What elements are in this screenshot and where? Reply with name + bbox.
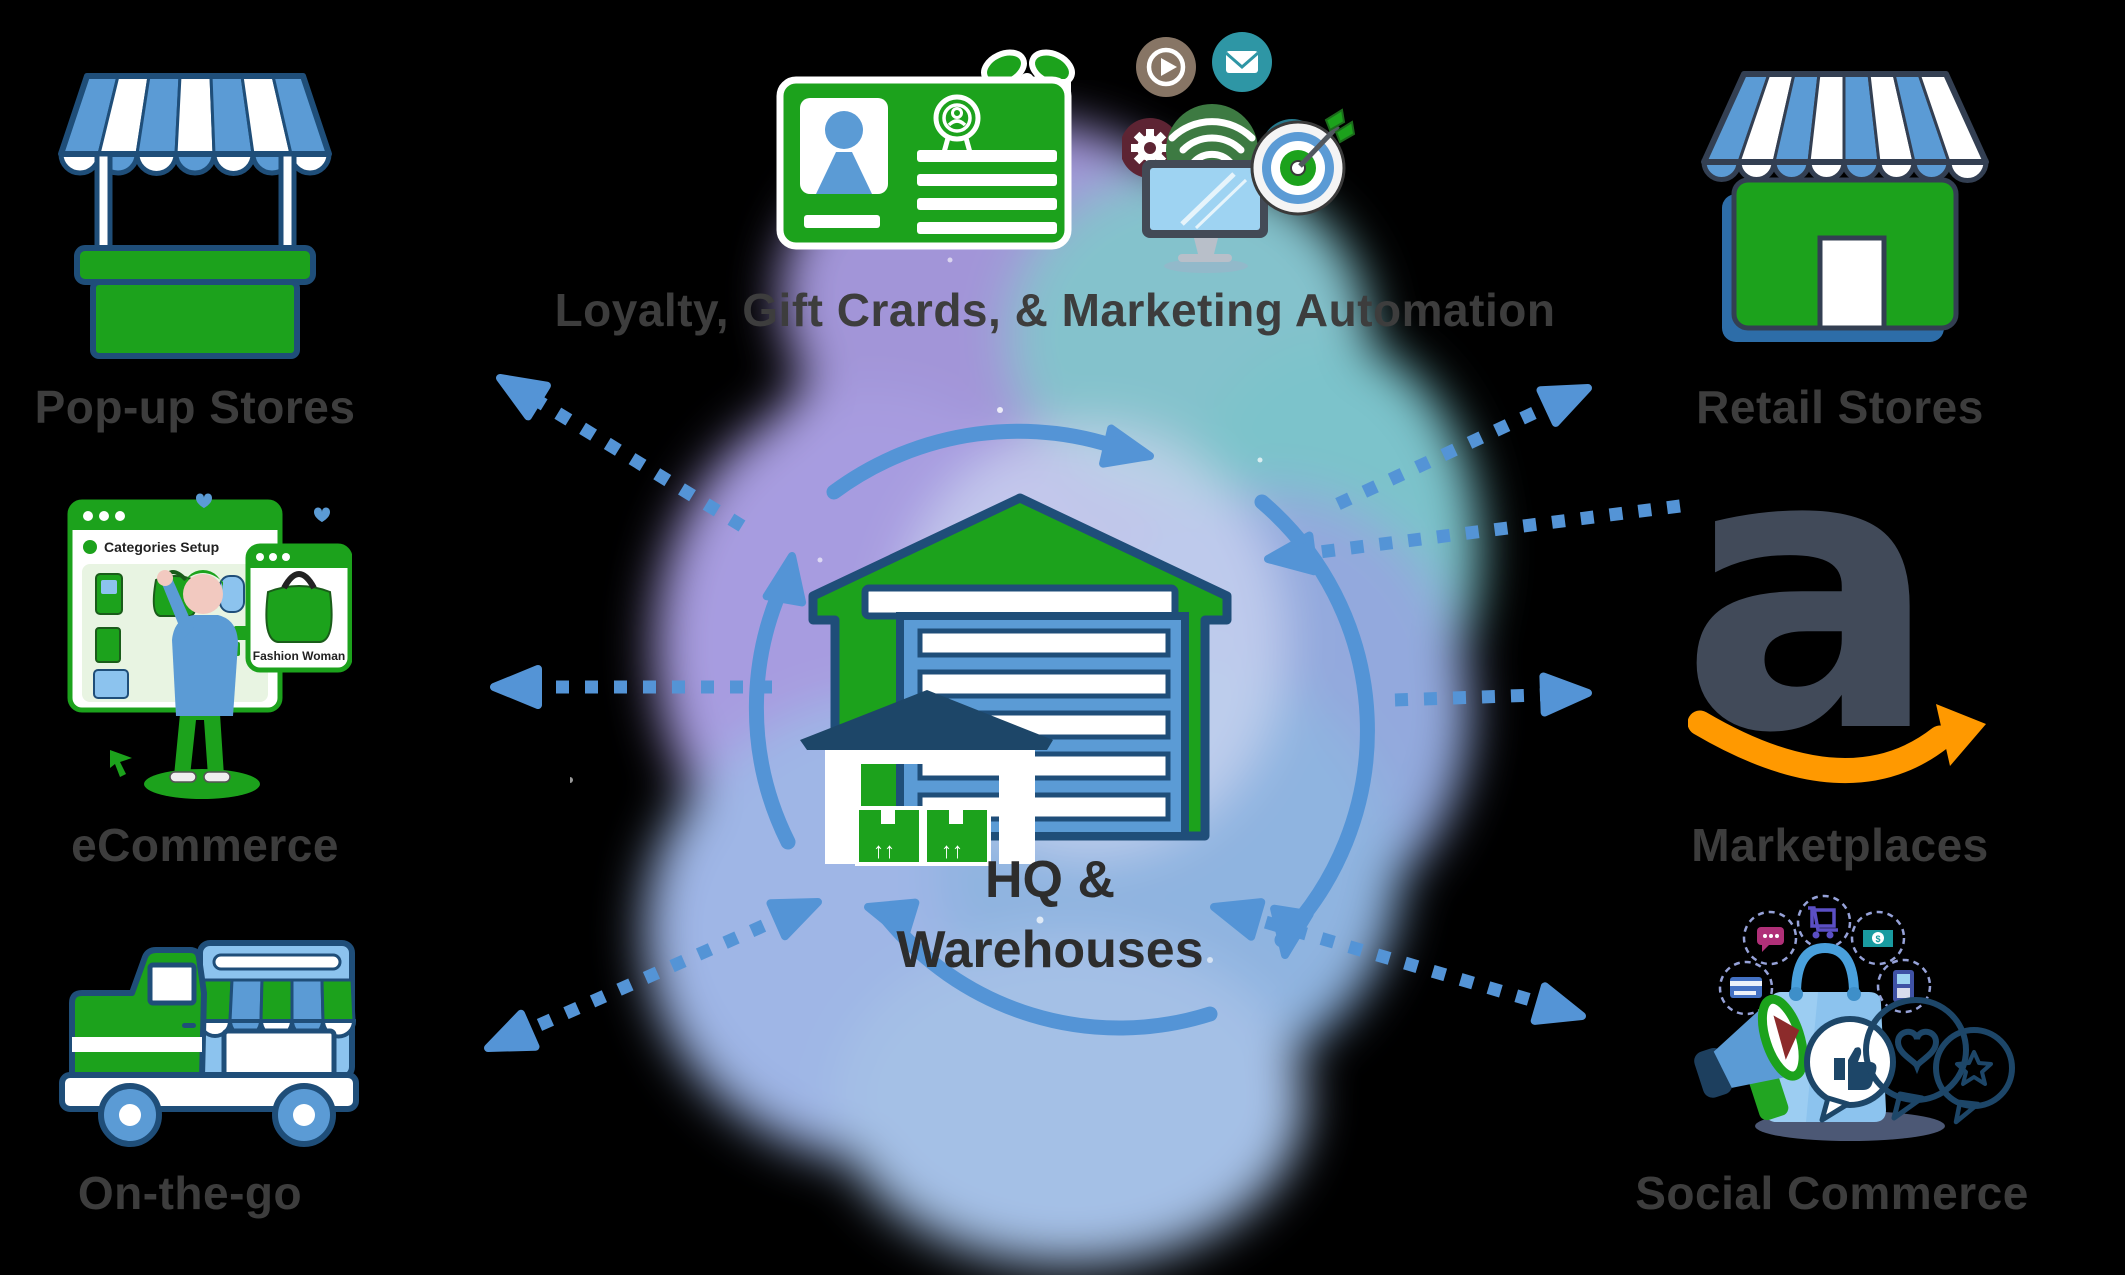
warehouse-icon: ↑↑ ↑↑ [800, 493, 1232, 866]
thumbs-up-icon [1834, 1047, 1877, 1090]
reaction-bubbles [1804, 997, 2015, 1125]
email-icon [1212, 32, 1272, 92]
categories-setup-illustration: Categories Setup [67, 493, 352, 799]
wheels [98, 1083, 336, 1147]
play-icon [1136, 37, 1196, 97]
cursor-icon [110, 750, 132, 777]
gear-icon [1122, 118, 1180, 178]
loading-dock: ↑↑ ↑↑ [800, 690, 1053, 866]
popup-stores-label: Pop-up Stores [34, 381, 356, 433]
person-illustration [157, 570, 238, 783]
hq-warehouses-label: HQ & Warehouses [845, 845, 1255, 985]
arrow-popup-stores [491, 363, 746, 532]
heart-icon [1894, 1028, 1940, 1075]
id-photo [800, 98, 888, 194]
arrow-on-the-go [481, 886, 826, 1065]
loyalty-card-icon [776, 49, 1075, 250]
social-commerce-illustration: $ [1694, 894, 2015, 1141]
amazon-smile-arrow [1936, 704, 1986, 766]
retail-stores-label: Retail Stores [1696, 381, 1984, 433]
arrow-retail-stores [1335, 372, 1596, 510]
arrow-social-commerce [1209, 890, 1587, 1034]
target-dart-icon [1250, 108, 1356, 216]
svg-text:↑↑: ↑↑ [873, 838, 895, 863]
card-text-lines [804, 150, 1057, 234]
market-stall-icon [58, 73, 332, 359]
popup-window-title: Fashion Woman [253, 649, 345, 663]
arrow-marketplaces [1266, 499, 1681, 713]
heart-icon [314, 507, 330, 522]
svg-text:↑↑: ↑↑ [941, 838, 963, 863]
storefront-icon [1701, 71, 1989, 342]
fashion-popup-window: Fashion Woman [245, 543, 352, 673]
desktop-monitor-icon [1142, 160, 1268, 273]
amazon-logo: a [1688, 498, 1986, 817]
diagram-title: Loyalty, Gift Crards, & Marketing Automa… [554, 284, 1556, 336]
marketplaces-label: Marketplaces [1691, 819, 1989, 871]
ecommerce-label: eCommerce [71, 819, 339, 871]
marketing-automation-icons [1122, 32, 1356, 273]
on-the-go-label: On-the-go [77, 1167, 303, 1219]
food-truck-icon [59, 940, 359, 1147]
window-title: Categories Setup [104, 539, 219, 555]
hq-line2: Warehouses [896, 921, 1204, 980]
hq-line1: HQ & [985, 851, 1115, 909]
social-commerce-label: Social Commerce [1635, 1167, 2029, 1219]
star-icon [1955, 1050, 1993, 1086]
svg-text:$: $ [1875, 934, 1880, 944]
arrow-ecommerce [494, 669, 772, 705]
heart-icon [196, 493, 212, 508]
mini-icons: $ [1718, 894, 1932, 1016]
megaphone-icon [1694, 994, 1808, 1121]
amazon-smile [1688, 710, 1953, 784]
